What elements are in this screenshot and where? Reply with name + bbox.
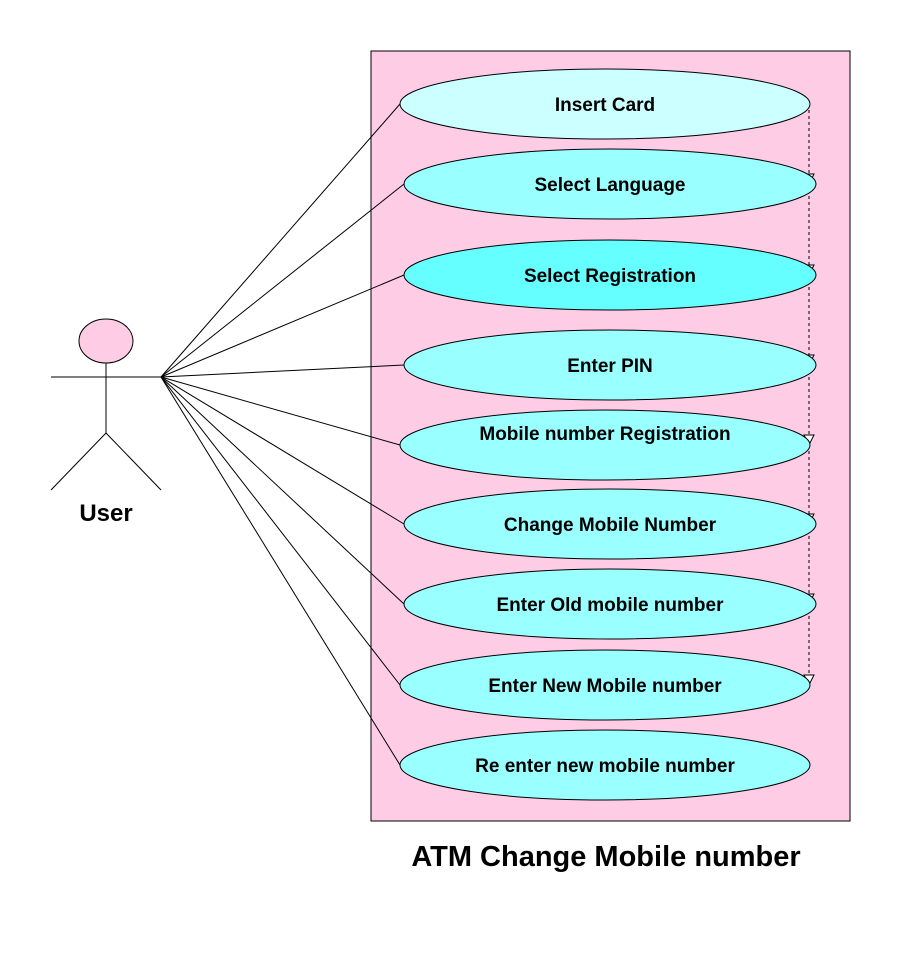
association-line: [160, 376, 405, 525]
use-case-label: Enter Old mobile number: [497, 595, 725, 616]
use-case: Enter New Mobile number: [399, 649, 811, 721]
use-case: Enter PIN: [403, 329, 817, 401]
use-case-label: Enter PIN: [567, 356, 653, 377]
association-line: [160, 103, 401, 378]
use-case-ellipse: [403, 488, 817, 560]
use-case: Enter Old mobile number: [403, 568, 817, 640]
association-line: [160, 376, 405, 605]
use-case-label: Enter New Mobile number: [488, 676, 722, 697]
use-case-ellipse: [399, 649, 811, 721]
use-case-ellipse: [399, 409, 811, 481]
use-case-label: Insert Card: [555, 95, 655, 116]
association-line: [160, 376, 401, 766]
use-case-ellipse: [403, 568, 817, 640]
use-case-label: Mobile number Registration: [479, 424, 730, 445]
actor-user: User: [50, 318, 162, 527]
use-case-ellipse: [399, 729, 811, 801]
use-case: Change Mobile Number: [403, 488, 817, 560]
use-case: Select Registration: [403, 239, 817, 311]
association-line: [160, 376, 401, 686]
actor-right-leg: [105, 432, 162, 491]
association-line: [160, 364, 405, 378]
use-case-ellipse: [403, 148, 817, 220]
actor-head: [78, 318, 134, 364]
use-case-label: Change Mobile Number: [504, 515, 717, 536]
use-case: Insert Card: [399, 68, 811, 140]
actor-left-leg: [50, 432, 107, 491]
use-case: Mobile number Registration: [399, 409, 811, 481]
actor-label: User: [79, 500, 132, 527]
use-case-label: Select Registration: [524, 266, 696, 287]
association-line: [160, 274, 405, 378]
use-case-ellipse: [403, 239, 817, 311]
association-line: [160, 376, 401, 446]
diagram-title: ATM Change Mobile number: [411, 841, 800, 873]
use-case-label: Select Language: [535, 175, 686, 196]
use-case-label: Re enter new mobile number: [475, 756, 735, 777]
use-case: Re enter new mobile number: [399, 729, 811, 801]
use-case-ellipse: [399, 68, 811, 140]
use-case: Select Language: [403, 148, 817, 220]
use-case-ellipse: [403, 329, 817, 401]
associations: [160, 103, 405, 766]
association-line: [160, 183, 405, 378]
